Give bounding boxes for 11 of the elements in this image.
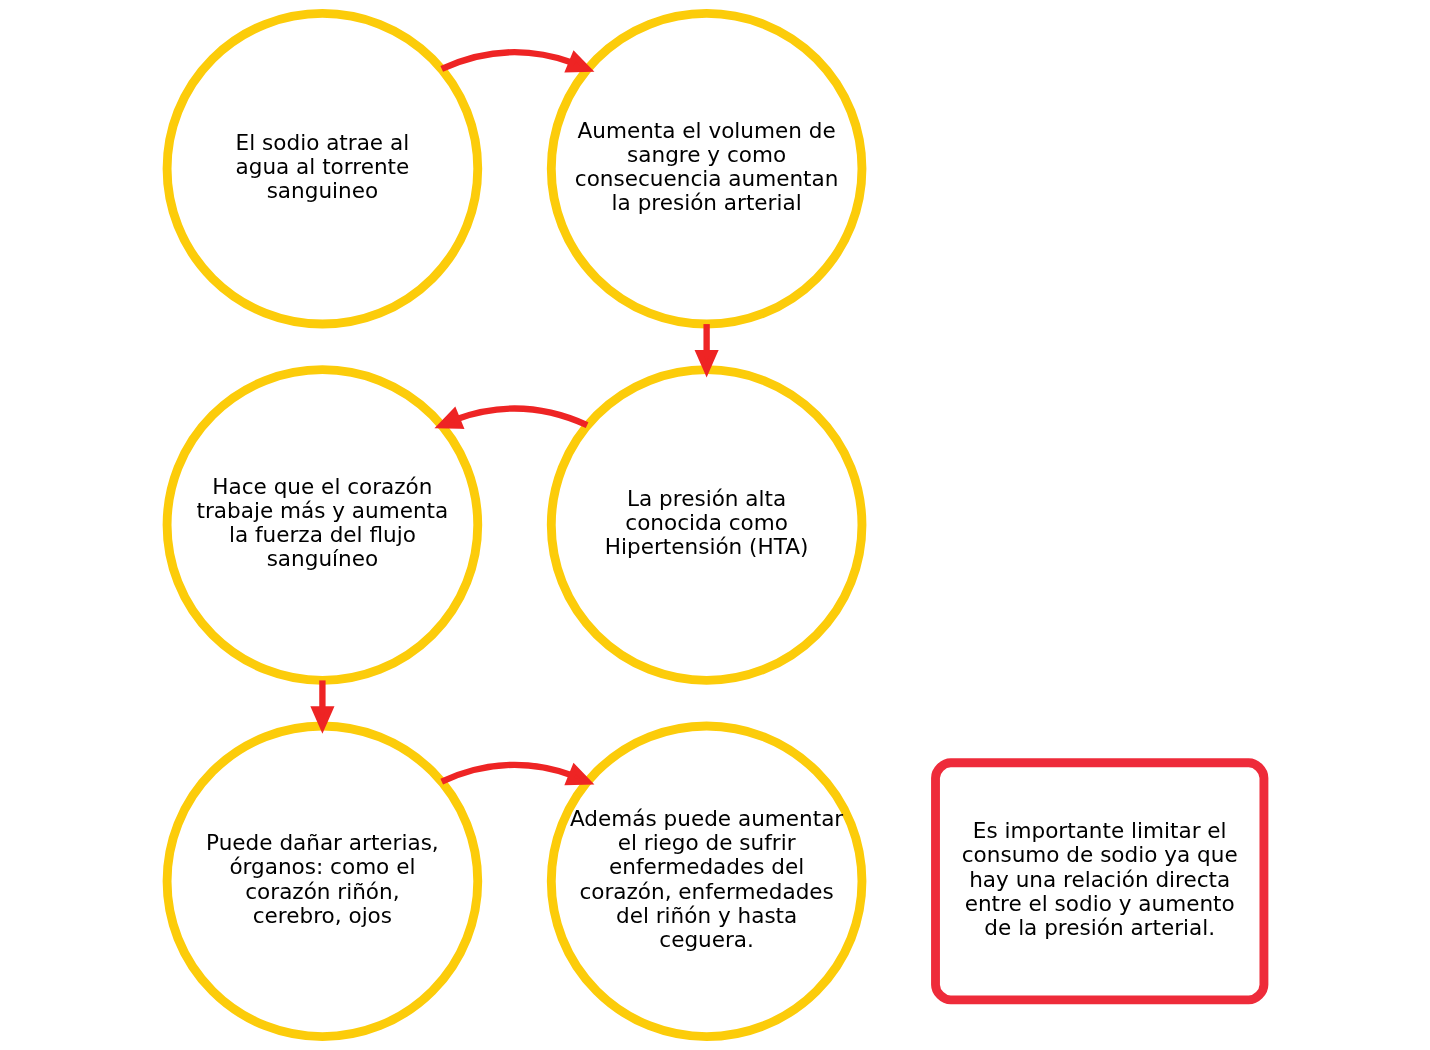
node-circle: Puede dañar arterias, órganos: como el corazón riñón, cerebro, ojos (162, 721, 482, 1042)
node-box: Es importante limitar el consumo de sodio ya que hay una relación directa entre el sodio y aumento de la presión arterial. (930, 758, 1268, 1005)
node-circle: Aumenta el volumen de sangre y como consecuencia aumentan la presión arterial (546, 8, 866, 329)
arrow (309, 680, 334, 734)
node-circle: Hace que el corazón trabaje más y aumenta la fuerza del flujo sanguíneo (162, 365, 482, 685)
node-circle: La presión alta conocida como Hipertensión (HTA) (546, 365, 866, 685)
arrow (433, 405, 588, 429)
node-circle: El sodio atrae al agua al torrente sanguineo (162, 8, 482, 329)
arrow (440, 49, 594, 73)
arrow (440, 761, 594, 786)
node-circle: Además puede aumentar el riego de sufrir enfermedades del corazón, enfermedades del riñón y hasta ceguera. (546, 721, 866, 1042)
